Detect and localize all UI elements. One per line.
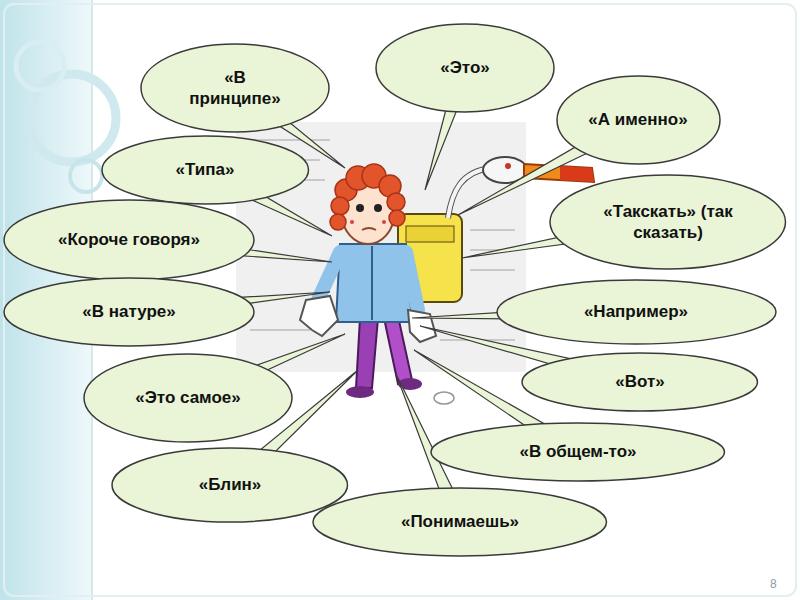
bubble-text: «Это самое» bbox=[128, 387, 248, 408]
bubble-text: «Такскать» (так сказать) bbox=[593, 201, 743, 244]
speech-bubble: «Блин» bbox=[111, 447, 349, 523]
speech-bubble: «Понимаешь» bbox=[312, 487, 608, 557]
speech-bubble: «Короче говоря» bbox=[3, 199, 255, 281]
speech-bubble: «Это самое» bbox=[83, 353, 293, 443]
bubble-text: «Блин» bbox=[155, 474, 305, 495]
speech-bubble: «Типа» bbox=[101, 135, 310, 205]
bubble-text: «В общем-то» bbox=[483, 441, 673, 462]
speech-bubble: «Вот» bbox=[521, 352, 759, 412]
bubble-outline bbox=[140, 43, 330, 133]
bubble-text: «Понимаешь» bbox=[365, 511, 555, 532]
speech-bubble: «Например» bbox=[496, 279, 777, 345]
page-number: 8 bbox=[770, 577, 777, 591]
speech-bubble: «Это» bbox=[375, 23, 555, 113]
bubble-text: «Например» bbox=[546, 301, 726, 322]
speech-bubble: «В натуре» bbox=[3, 277, 255, 347]
bubble-text: «В натуре» bbox=[49, 301, 209, 322]
speech-bubble: «Такскать» (так сказать) bbox=[549, 174, 787, 270]
speech-bubble: «В общем-то» bbox=[430, 422, 726, 482]
bubble-text: «Вот» bbox=[565, 371, 715, 392]
bubble-outline bbox=[549, 174, 787, 270]
bubble-text: «В принципе» bbox=[180, 67, 290, 110]
bubble-text: «Типа» bbox=[140, 159, 270, 180]
speech-bubble: «В принципе» bbox=[140, 43, 330, 133]
bubble-text: «Это» bbox=[410, 57, 520, 78]
bubble-text: «Короче говоря» bbox=[49, 229, 209, 250]
bubble-text: «А именно» bbox=[588, 109, 688, 130]
speech-bubble: «А именно» bbox=[556, 75, 721, 165]
